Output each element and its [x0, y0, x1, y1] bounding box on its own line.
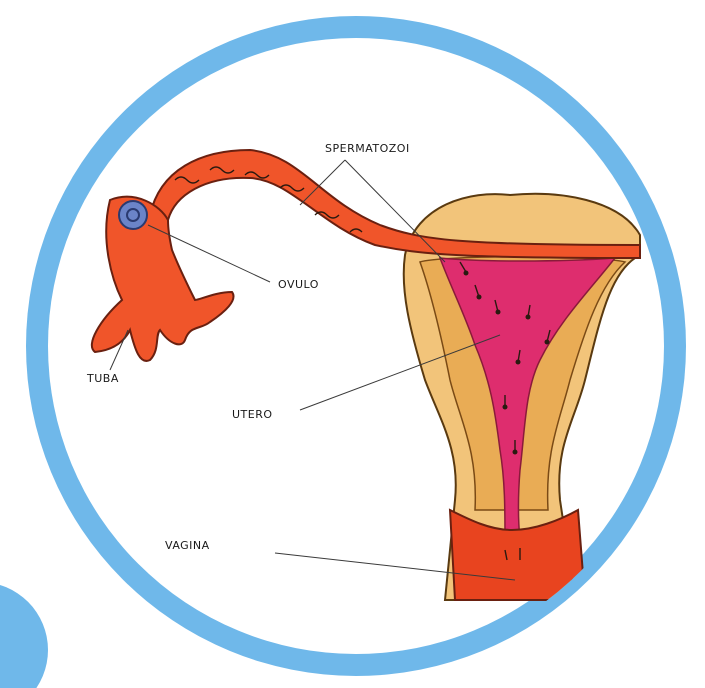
label-spermatozoi: SPERMATOZOI	[325, 142, 410, 155]
label-ovulo: OVULO	[278, 278, 319, 291]
label-utero: UTERO	[232, 408, 273, 421]
label-vagina: VAGINA	[165, 539, 210, 552]
decorative-circle-small	[0, 582, 48, 688]
label-tuba: TUBA	[86, 372, 119, 385]
ovum	[119, 201, 147, 229]
